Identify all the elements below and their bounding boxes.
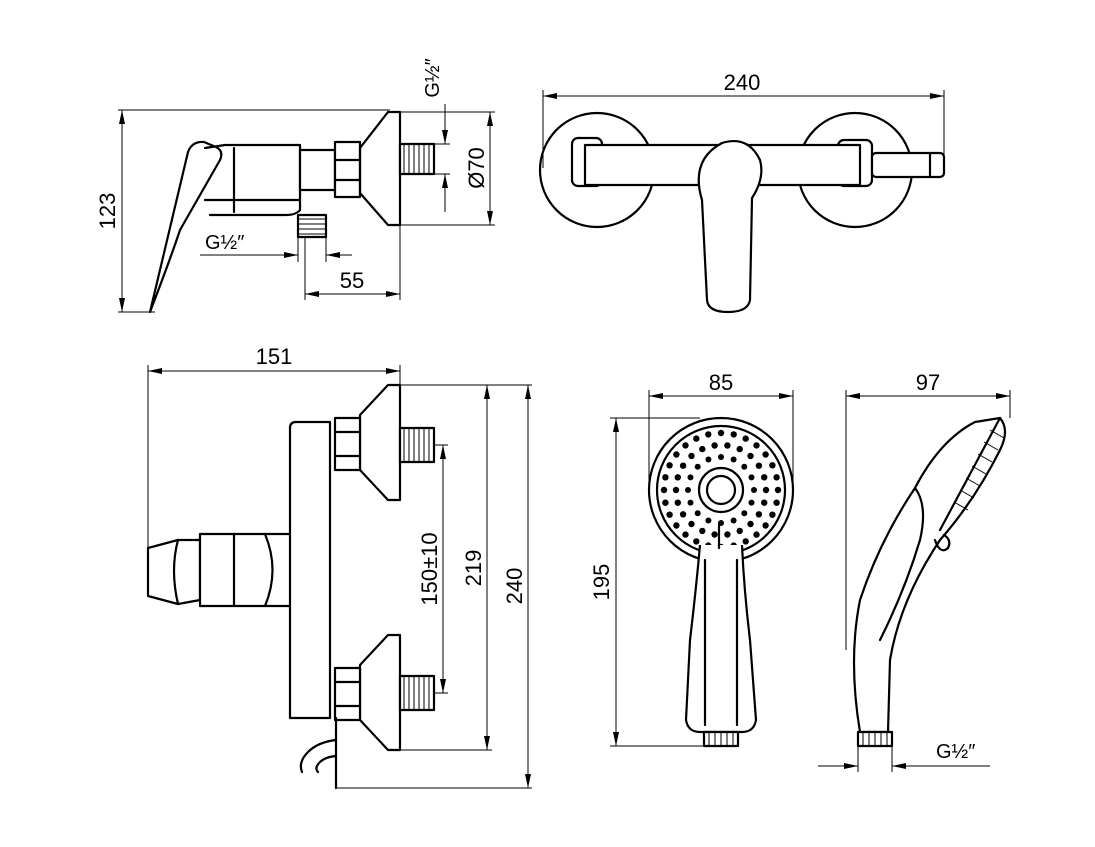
bottom-total-height-label: 240 (502, 568, 527, 605)
nozzle-dot (762, 486, 770, 494)
hand-shower-thread-label: G½″ (936, 741, 975, 763)
nozzle-dot (774, 486, 782, 494)
side-view: 123 Ø70 G½″ G½″ 55 (95, 58, 495, 314)
hand-shower-width-label: 85 (709, 370, 733, 395)
nozzle-dot (662, 499, 669, 506)
nozzle-dot (742, 538, 749, 545)
nozzle-dot (682, 442, 689, 449)
nozzle-dot (769, 511, 776, 518)
nozzle-dot (687, 474, 694, 481)
nozzle-dot (711, 531, 718, 538)
bottom-inner-height-label: 219 (461, 550, 486, 587)
nozzle-dot (751, 487, 757, 493)
nozzle-dot (693, 538, 700, 545)
side-depth-label: 55 (340, 268, 364, 293)
nozzle-dot (742, 435, 749, 442)
side-bottom-thread-label: G½″ (205, 232, 244, 254)
hand-shower-side-width-label: 97 (916, 370, 940, 395)
nozzle-dot (705, 456, 712, 463)
side-top-thread-label: G½″ (422, 58, 444, 97)
nozzle-dot (724, 442, 731, 449)
nozzle-dot (688, 452, 695, 460)
nozzle-dot (717, 429, 725, 437)
nozzle-dot (741, 510, 748, 517)
nozzle-dot (736, 527, 743, 535)
nozzle-dot (755, 511, 763, 518)
nozzle-dot (679, 511, 687, 518)
nozzle-dot (679, 462, 687, 469)
nozzle-dot (699, 527, 706, 535)
nozzle-dot (769, 462, 776, 469)
nozzle-dot (666, 462, 673, 469)
bottom-width-label: 151 (256, 344, 293, 369)
nozzle-dot (748, 474, 755, 481)
nozzle-dot (682, 531, 689, 538)
nozzle-dot (694, 510, 701, 517)
nozzle-dot (747, 520, 754, 528)
nozzle-dot (711, 442, 718, 449)
nozzle-dot (673, 522, 680, 529)
nozzle-dot (688, 520, 695, 528)
bottom-view: 151 150±10 219 240 (146, 344, 532, 790)
nozzle-pattern (660, 429, 782, 551)
hand-shower-front: 85 195 (589, 370, 795, 748)
nozzle-dot (761, 499, 768, 506)
nozzle-dot (773, 474, 780, 481)
side-height-label: 123 (95, 193, 120, 230)
nozzle-dot (724, 531, 731, 538)
nozzle-dot (718, 454, 724, 460)
nozzle-dot (705, 517, 712, 524)
hand-shower-length-label: 195 (589, 564, 614, 601)
nozzle-dot (673, 451, 680, 458)
nozzle-dot (748, 499, 755, 506)
nozzle-dot (662, 474, 669, 481)
nozzle-dot (699, 445, 706, 453)
nozzle-dot (705, 431, 712, 438)
nozzle-dot (747, 452, 754, 460)
front-view: 240 (538, 70, 946, 314)
nozzle-dot (741, 463, 748, 470)
nozzle-dot (666, 511, 673, 518)
nozzle-dot (762, 451, 769, 458)
side-diameter-label: Ø70 (464, 147, 489, 189)
nozzle-dot (674, 499, 681, 506)
front-width-label: 240 (724, 70, 761, 95)
nozzle-dot (672, 486, 680, 494)
hand-shower-side: 97 G½″ (818, 370, 1011, 772)
nozzle-dot (761, 474, 768, 481)
nozzle-dot (755, 462, 763, 469)
nozzle-dot (693, 435, 700, 442)
nozzle-dot (773, 499, 780, 506)
nozzle-dot (687, 499, 694, 506)
nozzle-dot (730, 517, 737, 524)
nozzle-dot (694, 463, 701, 470)
bottom-spacing-label: 150±10 (417, 532, 442, 605)
nozzle-dot (753, 442, 760, 449)
nozzle-dot (736, 445, 743, 453)
nozzle-dot (660, 486, 668, 494)
nozzle-dot (753, 531, 760, 538)
nozzle-dot (674, 474, 681, 481)
nozzle-dot (730, 456, 737, 463)
nozzle-dot (685, 487, 691, 493)
nozzle-dot (762, 522, 769, 529)
nozzle-dot (730, 431, 737, 438)
